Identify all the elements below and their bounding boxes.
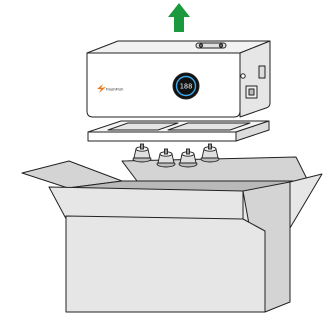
side-port-upper — [259, 66, 265, 78]
side-outlet-inner — [249, 89, 254, 95]
foot-stem — [187, 149, 190, 154]
side-power-button — [241, 74, 245, 78]
power-station: 188 FlashFish — [87, 41, 270, 117]
device-front-face — [87, 53, 240, 117]
up-arrow-icon — [168, 3, 190, 32]
cardboard-box — [22, 157, 322, 312]
foot-4 — [201, 144, 219, 162]
tray-front — [88, 132, 236, 141]
foot-stem — [141, 144, 144, 149]
device-side-face — [240, 41, 270, 117]
display-reading: 188 — [180, 83, 193, 91]
foot-2 — [157, 149, 175, 167]
device-top-face — [87, 41, 270, 53]
foot-3 — [179, 149, 197, 167]
handle-knob-left — [199, 44, 202, 47]
packing-tray — [88, 121, 269, 141]
handle-knob-right — [219, 44, 222, 47]
foot-stem — [165, 149, 168, 154]
box-front-face — [66, 216, 265, 312]
foot-stem — [209, 144, 212, 149]
brand-text: FlashFish — [106, 87, 123, 92]
foot-1 — [133, 144, 151, 162]
box-right-flap — [290, 174, 322, 228]
